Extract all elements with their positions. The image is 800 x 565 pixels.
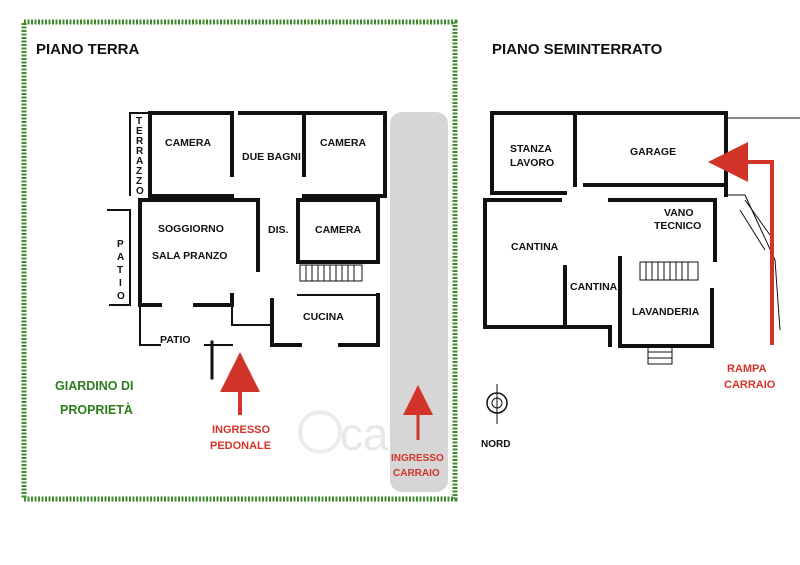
terrazzo-letter: O <box>136 186 144 197</box>
compass-label: NORD <box>481 439 510 450</box>
room-camera-left: CAMERA <box>165 137 211 149</box>
garden-border <box>21 19 458 502</box>
pedestrian-entrance-line2: PEDONALE <box>210 440 271 452</box>
room-stanza-lavoro-line2: LAVORO <box>510 157 554 169</box>
ground-floor-title: PIANO TERRA <box>36 41 140 58</box>
label-patio-side: P A T I O <box>117 239 125 302</box>
label-terrazzo: T E R R A Z Z O <box>136 116 144 197</box>
ground-stairs <box>299 264 363 282</box>
terrazzo-letter: Z <box>136 176 142 187</box>
room-soggiorno: SOGGIORNO <box>158 223 224 235</box>
car-entrance-line1: INGRESSO <box>391 453 444 464</box>
room-vano-tecnico-line1: VANO <box>664 207 694 219</box>
ramp-outline <box>726 117 800 331</box>
ramp-arrow-icon <box>708 142 774 345</box>
room-sala-pranzo: SALA PRANZO <box>152 250 227 262</box>
room-camera-right: CAMERA <box>320 137 366 149</box>
terrazzo-letter: E <box>136 126 143 137</box>
garden-label-line1: GIARDINO DI <box>55 379 133 393</box>
terrazzo-letter: Z <box>136 166 142 177</box>
patio-letter: O <box>117 291 125 302</box>
room-due-bagni: DUE BAGNI <box>242 151 301 163</box>
room-cantina-small: CANTINA <box>570 281 618 293</box>
patio-letter: P <box>117 239 124 250</box>
room-cucina: CUCINA <box>303 311 344 323</box>
pedestrian-entrance-line1: INGRESSO <box>212 424 271 436</box>
room-patio: PATIO <box>160 334 191 346</box>
room-vano-tecnico-line2: TECNICO <box>654 220 701 232</box>
car-entrance-line2: CARRAIO <box>393 468 440 479</box>
basement-stairs <box>639 261 699 365</box>
terrazzo-letter: R <box>136 146 144 157</box>
room-garage: GARAGE <box>630 146 676 158</box>
garden-label-line2: PROPRIETÀ <box>60 402 133 417</box>
terrazzo-letter: T <box>136 116 142 127</box>
room-camera-mid: CAMERA <box>315 224 361 236</box>
basement-floor-title: PIANO SEMINTERRATO <box>492 41 663 58</box>
ramp-label-line1: RAMPA <box>727 363 767 375</box>
compass-icon <box>486 384 508 424</box>
patio-letter: A <box>117 252 124 263</box>
terrazzo-letter: R <box>136 136 144 147</box>
patio-letter: I <box>119 278 122 289</box>
room-lavanderia: LAVANDERIA <box>632 306 700 318</box>
watermark-logo-icon <box>298 410 342 454</box>
ramp-label-line2: CARRAIO <box>724 379 776 391</box>
patio-letter: T <box>117 265 123 276</box>
room-dis: DIS. <box>268 224 289 236</box>
terrazzo-letter: A <box>136 156 143 167</box>
room-cantina-big: CANTINA <box>511 241 559 253</box>
ground-floor-walls <box>107 111 387 380</box>
room-stanza-lavoro-line1: STANZA <box>510 143 552 155</box>
